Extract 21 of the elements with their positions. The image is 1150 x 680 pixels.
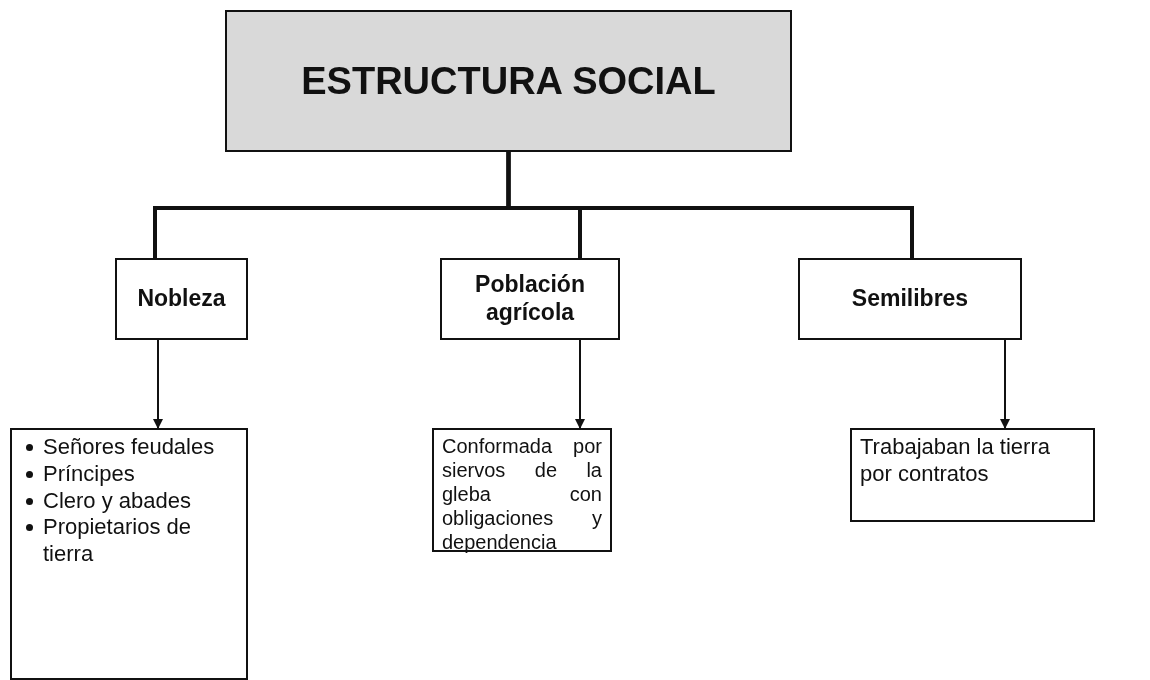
description-box bbox=[432, 428, 612, 552]
category-box bbox=[115, 258, 248, 340]
list-item: Príncipes bbox=[43, 460, 135, 488]
title-text: ESTRUCTURA SOCIAL bbox=[301, 59, 716, 103]
arrow bbox=[153, 339, 163, 429]
box-text: Conformada por siervos de la gleba con obligaciones y dependencia bbox=[442, 434, 602, 554]
box-text: Trabajaban la tierra por contratos bbox=[860, 434, 1051, 488]
category-box bbox=[798, 258, 1022, 340]
title-box bbox=[225, 10, 792, 152]
list-item: Clero y abades bbox=[43, 487, 191, 515]
arrow bbox=[1000, 339, 1010, 429]
box-text: Semilibres bbox=[851, 285, 969, 313]
category-box bbox=[440, 258, 620, 340]
description-box bbox=[850, 428, 1095, 522]
box-text: Población agrícola bbox=[474, 271, 586, 327]
list-item: Señores feudales bbox=[43, 434, 215, 461]
box-text: Nobleza bbox=[137, 285, 226, 313]
connector-line bbox=[506, 152, 914, 258]
list-item: Propietarios de tierra bbox=[43, 514, 192, 569]
arrow bbox=[575, 339, 585, 429]
description-box bbox=[10, 428, 248, 680]
